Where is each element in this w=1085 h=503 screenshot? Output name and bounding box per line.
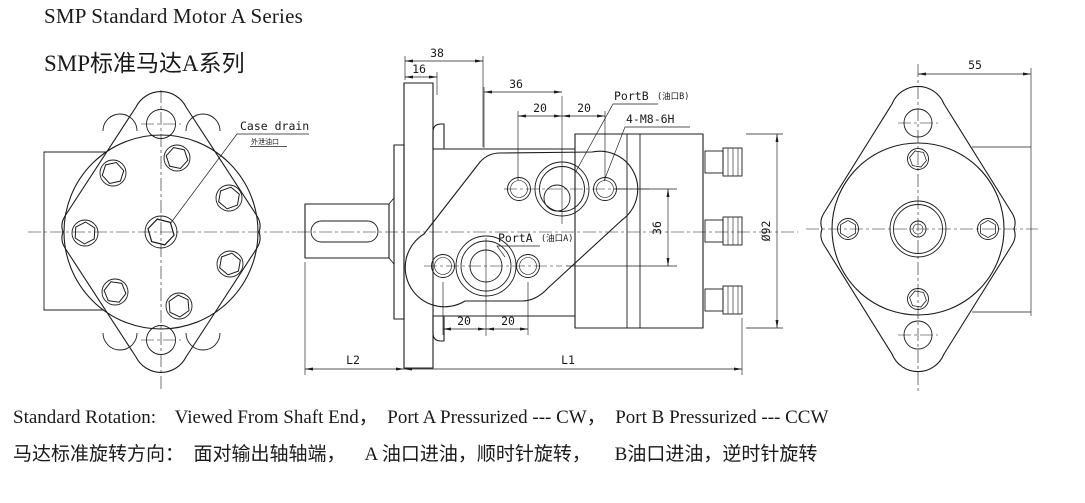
dim-38: 38 (430, 46, 444, 60)
page-title: SMP Standard Motor A Series (44, 4, 303, 28)
thread-spec-text: 4-M8-6H (626, 112, 675, 126)
rear-bolts (836, 148, 1000, 310)
case-drain-plug (144, 215, 178, 249)
motor-body (574, 133, 704, 329)
dimension-annotations: 38 16 36 20 20 36 Ø92 (304, 46, 783, 375)
dim-20-top-left: 20 (533, 101, 547, 115)
mounting-flange-plate (403, 82, 434, 369)
dim-l1: L1 (561, 353, 575, 367)
rear-center-boss (889, 200, 947, 258)
rotation-note-zh: 马达标准旋转方向： 面对输出轴轴端， A 油口进油，顺时针旋转， B油口进油，逆… (13, 444, 818, 465)
rotation-note-en: Standard Rotation: Viewed From Shaft End… (13, 407, 829, 428)
dim-l2: L2 (346, 353, 360, 367)
page-title-chinese: SMP标准马达A系列 (44, 51, 245, 76)
dim-36-top: 36 (509, 77, 523, 91)
port-boss-outline (404, 150, 639, 308)
port-b-text: PortB (614, 89, 649, 103)
thread-spec-label: 4-M8-6H (603, 112, 690, 182)
case-drain-text: Case drain (240, 119, 309, 133)
side-view: PortB (油口B) 4-M8-6H PortA (油口A) (297, 82, 798, 369)
case-drain-text-chinese: 外泄油口 (251, 137, 279, 146)
dim-20-bottom-right: 20 (501, 314, 515, 328)
dim-20-bottom-left: 20 (457, 314, 471, 328)
port-b-label: PortB (油口B) (574, 89, 689, 174)
front-view: Case drain 外泄油口 (28, 90, 309, 392)
dim-16: 16 (412, 62, 426, 76)
dim-20-top-right: 20 (577, 101, 591, 115)
port-a (424, 235, 562, 336)
assembly-bolts (70, 144, 245, 320)
case-drain-label: Case drain 外泄油口 (169, 119, 309, 225)
end-cover-bolts (704, 147, 743, 315)
rear-view: 55 (806, 58, 1038, 392)
dim-55: 55 (968, 58, 982, 72)
output-shaft (304, 197, 395, 265)
port-a-text-chinese: (油口A) (541, 233, 573, 244)
dim-92: Ø92 (759, 221, 773, 242)
port-b-text-chinese: (油口B) (657, 91, 689, 102)
port-a-label: PortA (油口A) (496, 231, 573, 258)
dim-36-side: 36 (650, 221, 664, 235)
port-a-text: PortA (498, 231, 533, 245)
